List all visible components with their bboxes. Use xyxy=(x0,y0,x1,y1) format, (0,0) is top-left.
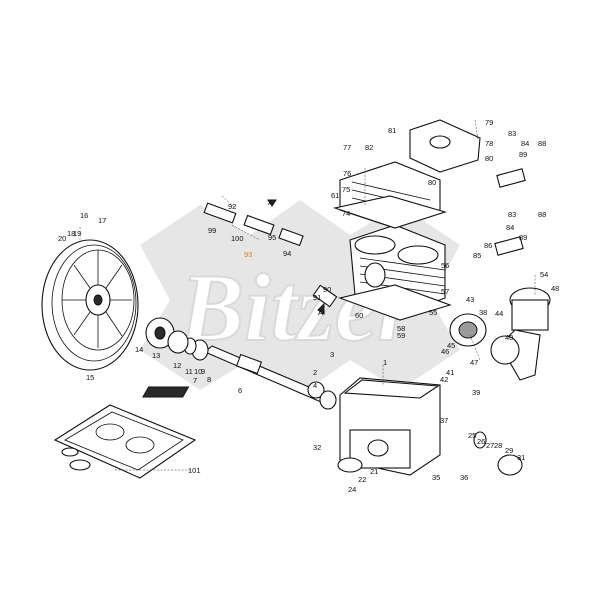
callout-56: 56 xyxy=(441,261,449,270)
callout-61: 61 xyxy=(331,191,339,200)
callout-75: 75 xyxy=(342,185,350,194)
leader-lines xyxy=(79,119,536,471)
callout-38: 38 xyxy=(479,308,487,317)
callout-13: 13 xyxy=(152,351,160,360)
callout-11: 11 xyxy=(185,367,193,376)
callout-89-a: 89 xyxy=(519,150,527,159)
callout-74: 74 xyxy=(342,209,350,218)
callout-99: 99 xyxy=(208,226,216,235)
callout-101: 101 xyxy=(188,466,201,475)
callout-58: 58 xyxy=(397,324,405,333)
callout-78: 78 xyxy=(485,139,493,148)
callout-32: 32 xyxy=(313,443,321,452)
callout-45: 45 xyxy=(447,341,455,350)
callout-82: 82 xyxy=(365,143,373,152)
callout-94: 94 xyxy=(283,249,291,258)
callout-3: 3 xyxy=(330,350,334,359)
callout-88-a: 88 xyxy=(538,139,546,148)
callout-12: 12 xyxy=(173,361,181,370)
callout-92: 92 xyxy=(228,202,236,211)
callout-57: 57 xyxy=(441,287,449,296)
valve-fittings xyxy=(203,168,526,476)
callout-84-b: 84 xyxy=(506,223,514,232)
gasket-set xyxy=(53,404,197,479)
callout-25: 25 xyxy=(468,431,476,440)
callout-90: 90 xyxy=(323,285,331,294)
callout-84-a: 84 xyxy=(521,139,529,148)
callout-100: 100 xyxy=(231,234,244,243)
crankshaft xyxy=(145,317,337,410)
callout-95: 95 xyxy=(268,233,276,242)
callout-81: 81 xyxy=(388,126,396,135)
callout-2: 2 xyxy=(313,368,317,377)
crankcase xyxy=(142,377,441,476)
callout-17: 17 xyxy=(98,216,106,225)
callout-48: 48 xyxy=(551,284,559,293)
callout-4: 4 xyxy=(313,381,317,390)
callout-43: 43 xyxy=(466,295,474,304)
callout-22: 22 xyxy=(358,475,366,484)
callout-83-b: 83 xyxy=(508,210,516,219)
callout-27: 27 xyxy=(486,441,494,450)
callout-41: 41 xyxy=(446,368,454,377)
callout-29: 29 xyxy=(505,446,513,455)
cylinder-block xyxy=(338,224,452,321)
callout-36: 36 xyxy=(460,473,468,482)
callout-91: 91 xyxy=(313,293,321,302)
callout-31: 31 xyxy=(517,453,525,462)
callout-83-a: 83 xyxy=(508,129,516,138)
callout-55: 55 xyxy=(429,308,437,317)
callout-59: 59 xyxy=(397,331,405,340)
callout-44: 44 xyxy=(495,309,503,318)
callout-A-1: A xyxy=(268,198,273,207)
callout-1: 1 xyxy=(383,358,387,367)
callout-labels: 1 2 3 4 6 7 8 9 10 11 12 13 14 15 16 17 … xyxy=(58,118,559,494)
callout-80-b: 80 xyxy=(485,154,493,163)
callout-14: 14 xyxy=(135,345,143,354)
callout-80-a: 80 xyxy=(428,178,436,187)
callout-79: 79 xyxy=(485,118,493,127)
callout-85: 85 xyxy=(473,251,481,260)
callout-86: 86 xyxy=(484,241,492,250)
callout-19: 19 xyxy=(73,229,81,238)
callout-24: 24 xyxy=(348,485,356,494)
callout-10: 10 xyxy=(194,367,202,376)
callout-20: 20 xyxy=(58,234,66,243)
callout-18: 18 xyxy=(67,229,75,238)
callout-9: 9 xyxy=(201,367,205,376)
callout-35: 35 xyxy=(432,473,440,482)
callout-8: 8 xyxy=(207,375,211,384)
piston-connecting-rod xyxy=(449,287,551,381)
callout-47: 47 xyxy=(470,358,478,367)
callout-16: 16 xyxy=(80,211,88,220)
callout-88-b: 88 xyxy=(538,210,546,219)
callout-7: 7 xyxy=(193,376,197,385)
callout-54: 54 xyxy=(540,270,548,279)
callout-76: 76 xyxy=(343,169,351,178)
callout-37: 37 xyxy=(440,416,448,425)
callout-40: 40 xyxy=(505,333,513,342)
callout-39: 39 xyxy=(472,388,480,397)
callout-21: 21 xyxy=(370,467,378,476)
callout-A-2: A xyxy=(318,308,323,317)
callout-42: 42 xyxy=(440,375,448,384)
callout-15: 15 xyxy=(86,373,94,382)
callout-28: 28 xyxy=(494,441,502,450)
callout-46: 46 xyxy=(441,347,449,356)
callout-26: 26 xyxy=(477,437,485,446)
callout-89-b: 89 xyxy=(519,233,527,242)
head-cover xyxy=(409,119,481,173)
callout-6: 6 xyxy=(238,386,242,395)
callout-60: 60 xyxy=(355,311,363,320)
callout-93: 93 xyxy=(244,250,252,259)
callout-77: 77 xyxy=(343,143,351,152)
cylinder-head xyxy=(332,161,447,229)
flywheel-pulley xyxy=(41,239,139,371)
